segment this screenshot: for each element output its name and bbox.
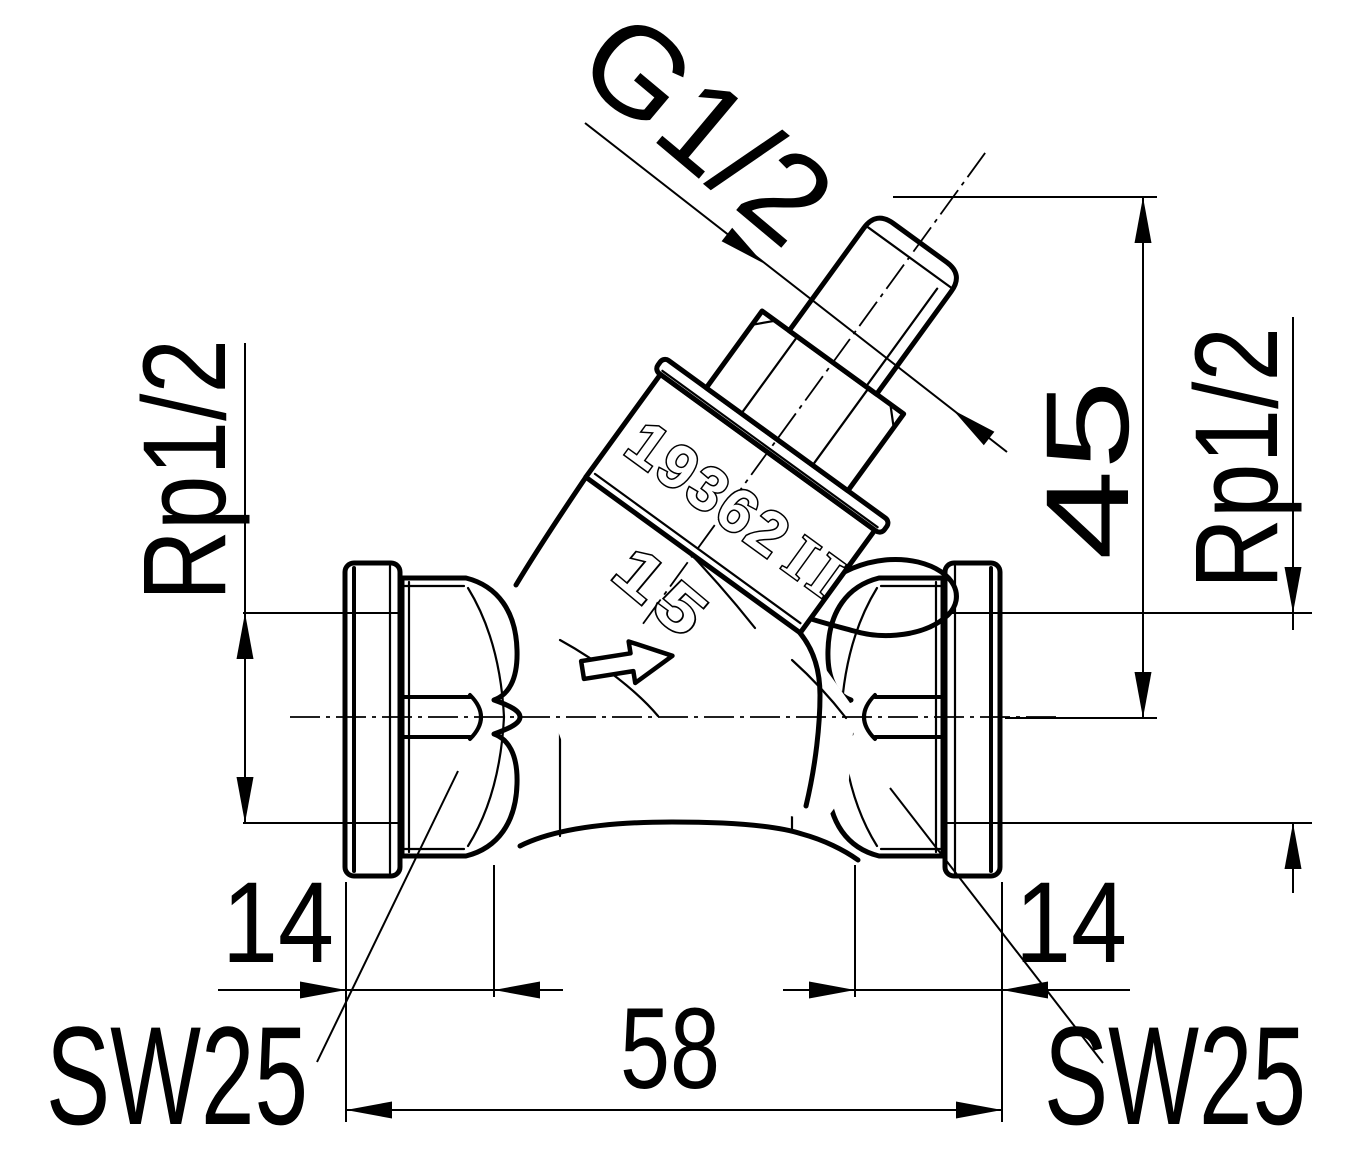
label-top-thread: G1/2 [554,0,859,273]
body-tube [517,819,861,863]
stem-centerline [639,152,986,629]
flow-direction-arrow-icon [578,639,675,686]
label-left-socket-depth: 14 [222,859,334,987]
label-stem-height: 45 [1022,380,1154,560]
bonnet-cone [513,468,855,822]
callout-left-wrench: SW25 [46,770,459,1154]
dimension-left-port: Rp1/2 [119,339,404,824]
label-right-port-thread: Rp1/2 [1171,327,1303,589]
label-right-wrench-size: SW25 [1044,997,1306,1154]
label-right-socket-depth: 14 [1015,859,1127,987]
dimension-stem-height: 45 [893,196,1157,719]
callout-right-wrench: SW25 [889,787,1306,1154]
dimension-left-socket-depth: 14 [218,859,563,999]
valve-body: 19362 II 15 [290,152,1060,879]
label-left-port-thread: Rp1/2 [119,339,251,601]
dimension-face-to-face: 58 [346,985,1002,1119]
bonnet-stem-group [583,152,986,636]
dimension-right-port: Rp1/2 [941,317,1312,893]
label-face-to-face: 58 [620,985,720,1113]
label-left-wrench-size: SW25 [46,997,308,1154]
dimension-right-socket-depth: 14 [783,859,1130,999]
